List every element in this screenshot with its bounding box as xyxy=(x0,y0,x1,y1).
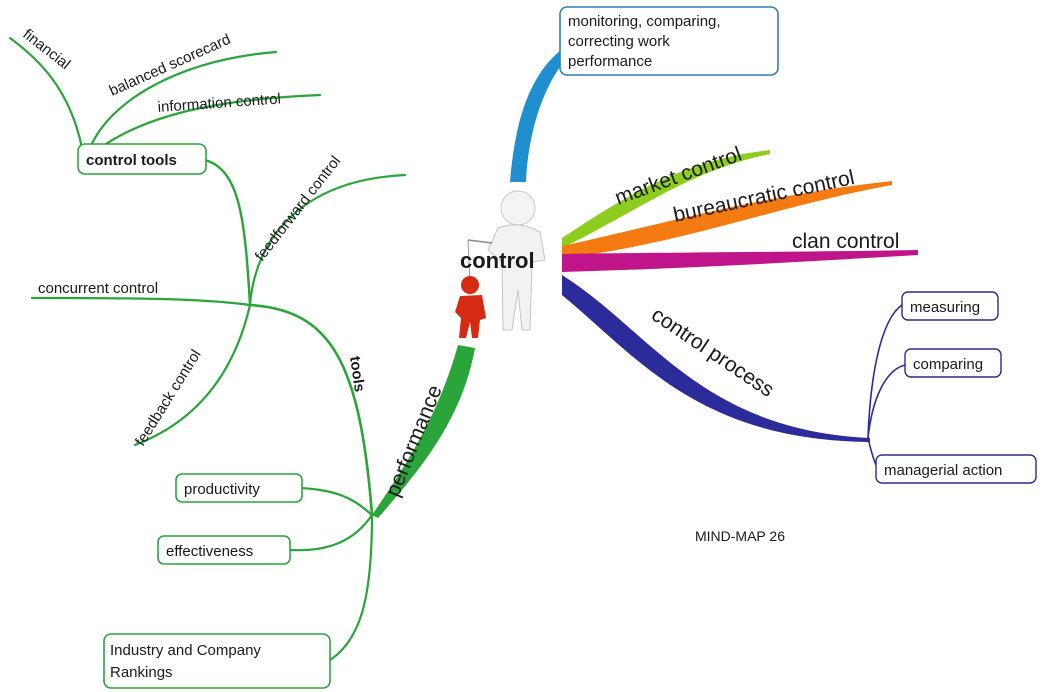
label-clan-control: clan control xyxy=(792,230,899,253)
branch-bureaucratic xyxy=(562,181,892,258)
line-tools xyxy=(248,303,374,517)
caption: MIND-MAP 26 xyxy=(695,528,785,544)
label-financial: financial xyxy=(20,26,74,73)
branch-clan xyxy=(562,250,918,272)
step-measuring: measuring xyxy=(901,291,999,321)
label-feedback-control: feedback control xyxy=(132,347,205,449)
line-control-tools-trunk xyxy=(203,158,252,307)
line-measuring xyxy=(867,304,903,439)
red-figure-icon xyxy=(455,276,486,338)
line-financial xyxy=(8,36,84,150)
label-feedforward-control: feedforward control xyxy=(252,153,344,265)
branch-control-process xyxy=(562,275,870,442)
top-box-line-2: correcting work xyxy=(568,33,670,50)
line-comparing xyxy=(867,364,906,439)
branch-top-blue xyxy=(510,45,572,182)
step-managerial-action: managerial action xyxy=(875,454,1037,484)
item-productivity-label: productivity xyxy=(184,481,260,498)
line-feedforward xyxy=(248,173,407,307)
line-productivity xyxy=(298,486,374,517)
branch-performance xyxy=(372,345,475,518)
item-productivity: productivity xyxy=(175,473,303,503)
step-comparing: comparing xyxy=(904,348,1002,378)
line-balanced-scorecard xyxy=(88,50,278,150)
step-measuring-label: measuring xyxy=(910,299,980,316)
item-effectiveness-label: effectiveness xyxy=(166,543,253,560)
label-concurrent-control: concurrent control xyxy=(38,280,158,297)
item-rankings-line-1: Industry and Company xyxy=(110,642,261,659)
left-branch-lines xyxy=(8,36,407,662)
line-information-control xyxy=(98,93,322,150)
step-comparing-label: comparing xyxy=(913,356,983,373)
top-description-box: monitoring, comparing, correcting work p… xyxy=(559,6,779,76)
label-control-process: control process xyxy=(647,303,778,402)
item-rankings-line-2: Rankings xyxy=(110,664,173,681)
top-box-line-3: performance xyxy=(568,53,652,70)
line-effectiveness xyxy=(288,513,374,552)
label-information-control: information control xyxy=(157,90,281,116)
line-concurrent xyxy=(30,296,252,307)
figure-icon xyxy=(455,190,546,338)
line-feedback xyxy=(133,303,252,447)
step-managerial-action-label: managerial action xyxy=(884,462,1002,479)
process-sub-lines xyxy=(867,304,906,469)
control-tools-label: control tools xyxy=(86,152,177,169)
top-box-line-1: monitoring, comparing, xyxy=(568,13,721,30)
label-tools: tools xyxy=(346,355,368,393)
control-tools-box: control tools xyxy=(77,143,207,175)
line-rankings xyxy=(328,513,374,662)
item-effectiveness: effectiveness xyxy=(157,535,291,565)
label-balanced-scorecard: balanced scorecard xyxy=(107,31,234,100)
item-rankings: Industry and Company Rankings xyxy=(103,633,331,689)
center-label: control xyxy=(460,248,535,273)
